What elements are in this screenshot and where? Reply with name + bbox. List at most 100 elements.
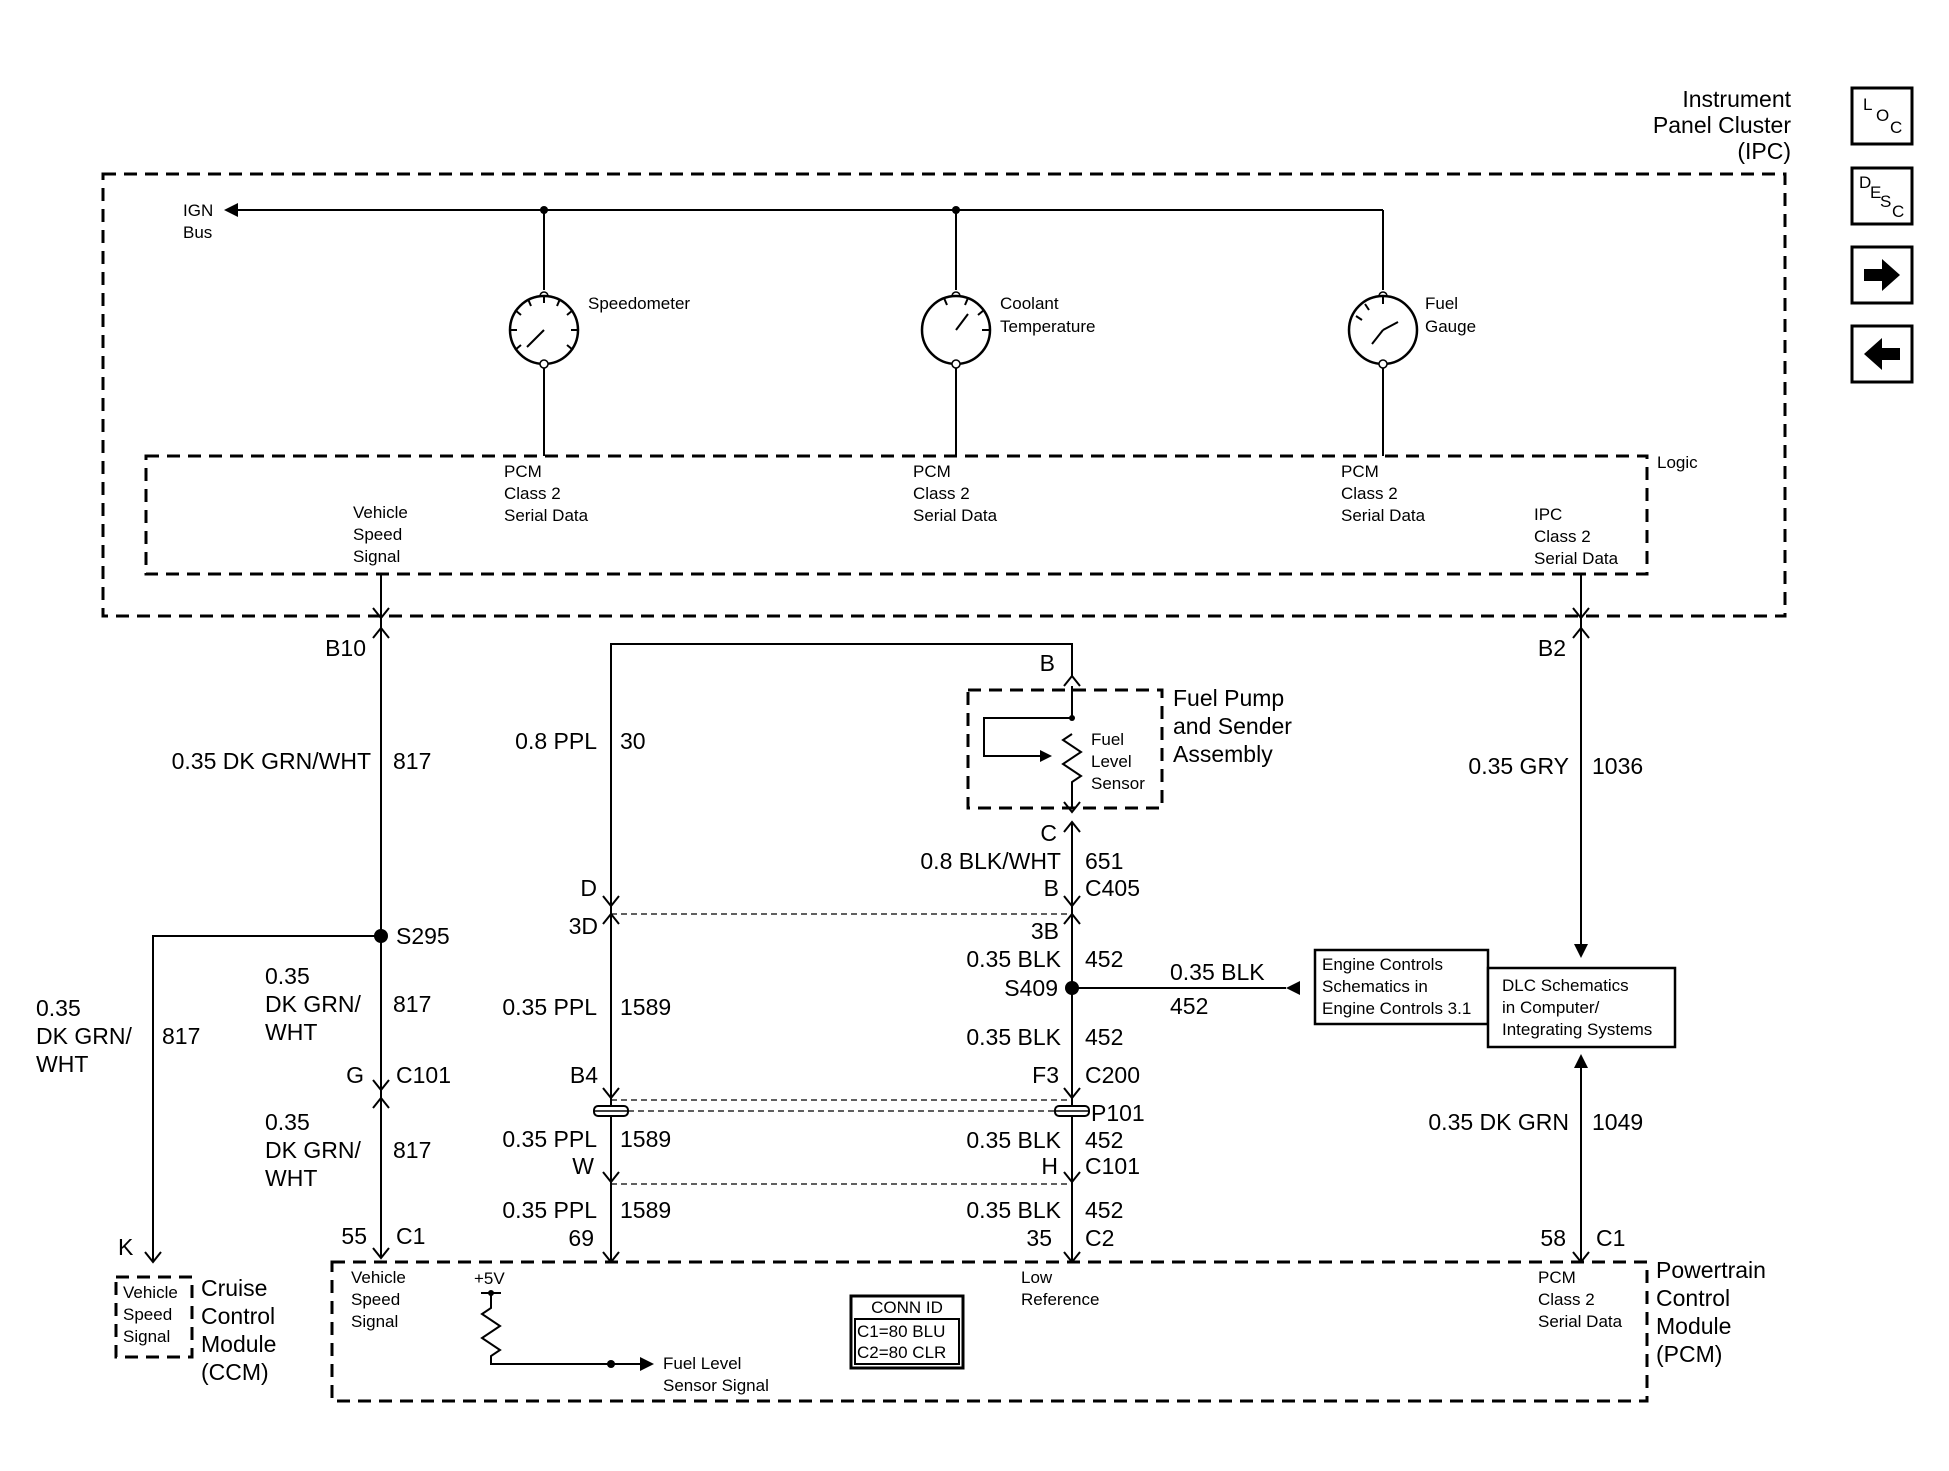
svg-text:0.35: 0.35: [265, 1109, 310, 1135]
svg-text:Signal: Signal: [123, 1327, 170, 1346]
ign-bus-label-1: IGN: [183, 201, 213, 220]
wire-452-color-2: 0.35 BLK: [966, 1024, 1061, 1050]
wire-452-color-3: 0.35 BLK: [966, 1127, 1061, 1153]
wire-452-color-1: 0.35 BLK: [966, 946, 1061, 972]
pin-d: D: [580, 875, 597, 901]
pass-through-p101-label: P101: [1091, 1100, 1145, 1126]
svg-text:Sensor Signal: Sensor Signal: [663, 1376, 769, 1395]
svg-text:Speed: Speed: [123, 1305, 172, 1324]
svg-text:PCM: PCM: [504, 462, 542, 481]
svg-text:DK GRN/: DK GRN/: [36, 1023, 132, 1049]
wire-30-color: 0.8 PPL: [515, 728, 597, 754]
svg-text:Class 2: Class 2: [504, 484, 561, 503]
svg-text:Fuel Level: Fuel Level: [663, 1354, 741, 1373]
wire-30-circuit: 30: [620, 728, 646, 754]
speedometer-gauge: Speedometer: [508, 291, 690, 369]
svg-text:(PCM): (PCM): [1656, 1341, 1722, 1367]
fuel-gauge: Fuel Gauge: [1347, 291, 1476, 369]
dlc-arrow-up-icon: [1574, 1054, 1588, 1068]
pcm-class2-label: PCM Class 2 Serial Data: [1538, 1268, 1623, 1331]
engine-controls-reference-box[interactable]: [1313, 948, 1490, 1026]
desc-button-e: E: [1870, 183, 1881, 202]
svg-text:Vehicle: Vehicle: [353, 503, 408, 522]
pin-3b: 3B: [1031, 918, 1059, 944]
svg-text:Signal: Signal: [351, 1312, 398, 1331]
arrow-right-icon: [1864, 259, 1900, 291]
fuel-gauge-label-2: Gauge: [1425, 317, 1476, 336]
pin-g: G: [346, 1062, 364, 1088]
svg-text:and Sender: and Sender: [1173, 713, 1292, 739]
svg-text:Assembly: Assembly: [1173, 741, 1273, 767]
svg-text:(CCM): (CCM): [201, 1359, 269, 1385]
pin-35: 35: [1026, 1225, 1052, 1251]
wire-817-color: 0.35 DK GRN/WHT: [172, 748, 371, 774]
pin-w: W: [572, 1153, 594, 1179]
dlc-reference-box[interactable]: [1486, 966, 1677, 1049]
svg-text:PCM: PCM: [1538, 1268, 1576, 1287]
wire-452-color-4: 0.35 BLK: [966, 1197, 1061, 1223]
wire-1589-circuit-1: 1589: [620, 994, 671, 1020]
svg-text:Low: Low: [1021, 1268, 1053, 1287]
conn-id-title: CONN ID: [871, 1298, 943, 1317]
wire-651-color: 0.8 BLK/WHT: [920, 848, 1061, 874]
svg-text:Signal: Signal: [353, 547, 400, 566]
pcm-title: Powertrain Control Module (PCM): [1656, 1257, 1766, 1367]
coolant-temperature-gauge: Coolant Temperature: [920, 291, 1095, 369]
svg-text:Schematics in: Schematics in: [1322, 977, 1428, 996]
ccm-title: Cruise Control Module (CCM): [201, 1275, 276, 1385]
wire-1589-color-3: 0.35 PPL: [502, 1197, 597, 1223]
svg-text:Serial Data: Serial Data: [504, 506, 589, 525]
loc-button-c: C: [1890, 118, 1902, 137]
fuel-level-signal-label: Fuel Level Sensor Signal: [663, 1354, 769, 1395]
wire-1036-circuit: 1036: [1592, 753, 1643, 779]
svg-text:WHT: WHT: [36, 1051, 88, 1077]
svg-text:IPC: IPC: [1534, 505, 1562, 524]
conn-id-table: CONN ID C1=80 BLU C2=80 CLR: [849, 1294, 965, 1370]
dlc-arrow-down-icon: [1574, 944, 1588, 958]
pin-f3: F3: [1032, 1062, 1059, 1088]
svg-text:Vehicle: Vehicle: [123, 1283, 178, 1302]
low-reference-label: Low Reference: [1021, 1268, 1099, 1309]
wire-1589-circuit-3: 1589: [620, 1197, 671, 1223]
pin-58: 58: [1540, 1225, 1566, 1251]
previous-page-button[interactable]: [1850, 324, 1914, 384]
wire-1589-circuit-2: 1589: [620, 1126, 671, 1152]
ipc-boundary: [101, 172, 1787, 618]
pass-through-p101: [593, 1105, 1090, 1117]
speedometer-label: Speedometer: [588, 294, 690, 313]
wire-452-circuit-2: 452: [1085, 1024, 1123, 1050]
svg-text:PCM: PCM: [913, 462, 951, 481]
ipc-title: Instrument Panel Cluster (IPC): [1653, 86, 1792, 164]
wire-1589-color-1: 0.35 PPL: [502, 994, 597, 1020]
sensor-wiper-arrow-icon: [1040, 750, 1052, 762]
svg-text:Engine Controls 3.1: Engine Controls 3.1: [1322, 999, 1471, 1018]
pin-b-c405: B: [1044, 875, 1059, 901]
svg-text:Class 2: Class 2: [1534, 527, 1591, 546]
ign-bus-arrow-icon: [224, 203, 238, 217]
svg-text:Engine Controls: Engine Controls: [1322, 955, 1443, 974]
svg-text:Fuel Pump: Fuel Pump: [1173, 685, 1284, 711]
loc-button-o: O: [1876, 106, 1889, 125]
pcm-class2-label-coolant: PCM Class 2 Serial Data: [913, 462, 998, 525]
desc-button[interactable]: D E S C: [1850, 166, 1914, 226]
wire-1049-circuit: 1049: [1592, 1109, 1643, 1135]
pin-3d: 3D: [569, 913, 598, 939]
svg-text:DLC Schematics: DLC Schematics: [1502, 976, 1629, 995]
loc-button[interactable]: L O C: [1850, 86, 1914, 146]
pin-b-fuel-pump: B: [1040, 650, 1055, 676]
pin-69: 69: [568, 1225, 594, 1251]
next-page-button[interactable]: [1850, 245, 1914, 305]
fuel-gauge-label-1: Fuel: [1425, 294, 1458, 313]
wire-1036-color: 0.35 GRY: [1468, 753, 1569, 779]
pcm-class2-label-speedometer: PCM Class 2 Serial Data: [504, 462, 589, 525]
conn-id-row-2: C2=80 CLR: [857, 1343, 946, 1362]
svg-text:0.35: 0.35: [36, 995, 81, 1021]
svg-text:Serial Data: Serial Data: [1341, 506, 1426, 525]
svg-text:Module: Module: [1656, 1313, 1731, 1339]
fuel-level-sensor-label: Fuel Level Sensor: [1091, 730, 1145, 793]
svg-text:Vehicle: Vehicle: [351, 1268, 406, 1287]
ipc-title-line3: (IPC): [1737, 138, 1791, 164]
svg-text:Level: Level: [1091, 752, 1132, 771]
svg-text:Fuel: Fuel: [1091, 730, 1124, 749]
wire-452-branch-color: 0.35 BLK: [1170, 959, 1265, 985]
